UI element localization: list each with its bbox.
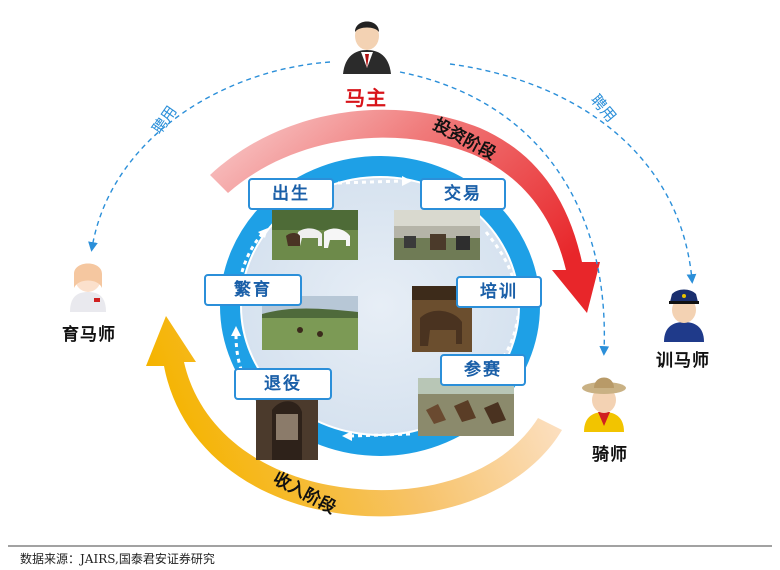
- hire-label-left: 聘用: [149, 102, 181, 137]
- photo-retire: [256, 396, 318, 460]
- hire-label-right: 聘用: [587, 91, 620, 126]
- jockey-icon: [582, 377, 626, 432]
- role-owner-label: 马主: [345, 86, 387, 110]
- hire-arrow-left: [88, 61, 331, 252]
- investment-arrow: [210, 109, 600, 313]
- stage-trade: 交易: [420, 178, 506, 210]
- role-jockey-label: 骑师: [592, 445, 628, 465]
- stage-retire: 退役: [234, 368, 332, 400]
- photo-race: [418, 378, 514, 436]
- role-trainer-label: 训马师: [656, 351, 710, 371]
- source-note: 数据来源：JAIRS,国泰君安证券研究: [20, 552, 215, 566]
- stage-birth: 出生: [248, 178, 334, 210]
- stage-breed: 繁育: [204, 274, 302, 306]
- owner-icon: [343, 21, 391, 74]
- stage-train: 培训: [456, 276, 542, 308]
- breeder-icon: [70, 263, 106, 312]
- photo-trade: [394, 210, 480, 260]
- income-arrow: [146, 316, 562, 517]
- photo-birth: [272, 210, 358, 260]
- trainer-icon: [664, 289, 704, 342]
- role-breeder-label: 育马师: [62, 325, 116, 345]
- hire-arrow-jockey: [399, 71, 610, 356]
- stage-race: 参赛: [440, 354, 526, 386]
- hire-arrow-right: [449, 63, 697, 284]
